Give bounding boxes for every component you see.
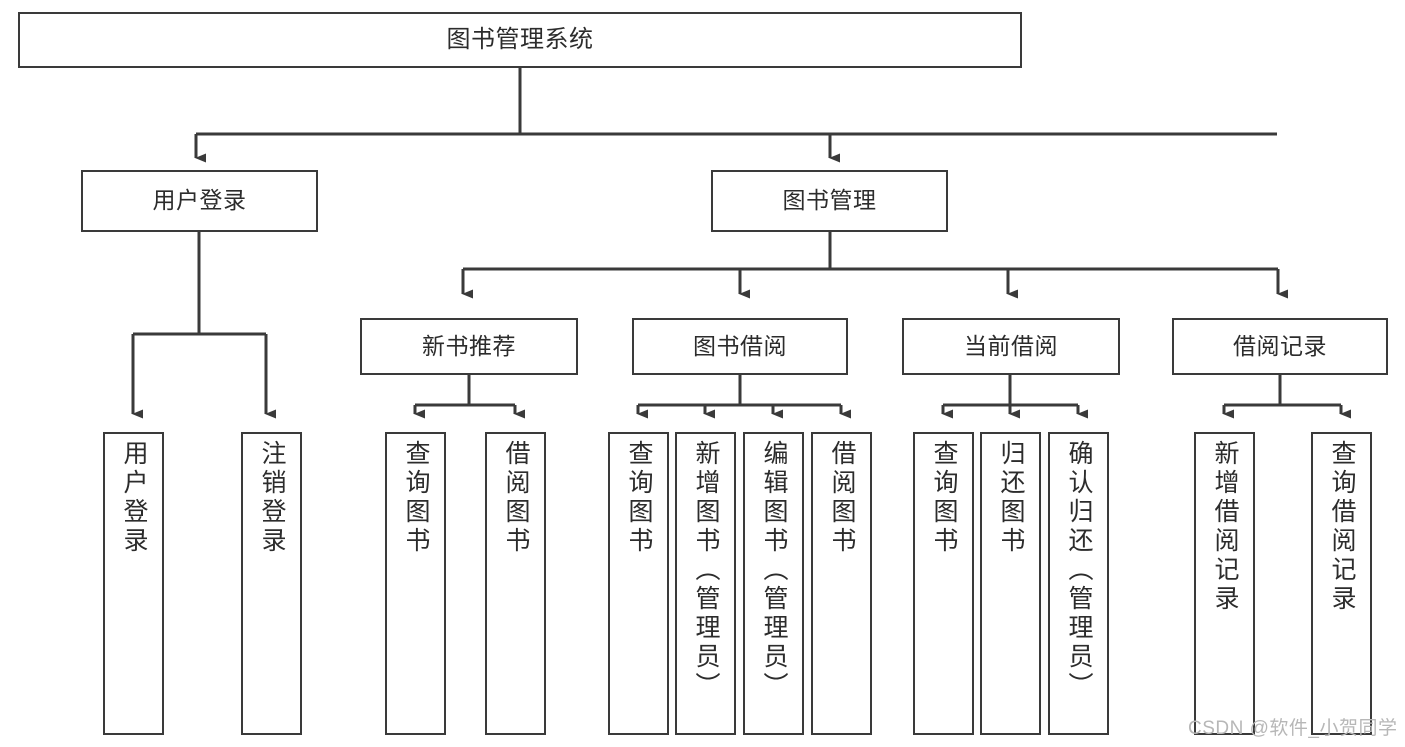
leaf-query-book-borrow[interactable]: 查询图书	[608, 432, 669, 735]
node-label: 借阅记录	[1233, 332, 1327, 359]
node-label: 用户登录	[152, 187, 247, 214]
leaf-add-borrow-record[interactable]: 新增借阅记录	[1194, 432, 1255, 735]
node-label: 注销登录	[258, 440, 286, 556]
node-book-borrow[interactable]: 图书借阅	[632, 318, 848, 375]
node-current-borrow[interactable]: 当前借阅	[902, 318, 1120, 375]
node-label: 图书管理	[782, 187, 877, 214]
node-new-book-recommend[interactable]: 新书推荐	[360, 318, 578, 375]
node-label: 归还图书	[997, 440, 1025, 556]
leaf-user-logout[interactable]: 注销登录	[241, 432, 302, 735]
leaf-edit-book-admin[interactable]: 编辑图书（管理员）	[743, 432, 804, 735]
node-label: 图书借阅	[693, 332, 787, 359]
leaf-borrow-book-recommend[interactable]: 借阅图书	[485, 432, 546, 735]
node-user-login[interactable]: 用户登录	[81, 170, 318, 232]
node-label: 确认归还（管理员）	[1065, 440, 1093, 701]
leaf-return-book[interactable]: 归还图书	[980, 432, 1041, 735]
node-label: 新书推荐	[422, 332, 516, 359]
leaf-user-login[interactable]: 用户登录	[103, 432, 164, 735]
node-book-management[interactable]: 图书管理	[711, 170, 948, 232]
node-label: 新增借阅记录	[1211, 440, 1239, 614]
node-label: 用户登录	[120, 440, 148, 556]
node-label: 查询借阅记录	[1328, 440, 1356, 614]
node-label: 当前借阅	[964, 332, 1058, 359]
node-label: 查询图书	[625, 440, 653, 556]
node-label: 借阅图书	[502, 440, 530, 556]
node-label: 借阅图书	[828, 440, 856, 556]
node-borrow-record[interactable]: 借阅记录	[1172, 318, 1388, 375]
node-label: 编辑图书（管理员）	[760, 440, 788, 701]
leaf-confirm-return-admin[interactable]: 确认归还（管理员）	[1048, 432, 1109, 735]
leaf-add-book-admin[interactable]: 新增图书（管理员）	[675, 432, 736, 735]
leaf-query-borrow-record[interactable]: 查询借阅记录	[1311, 432, 1372, 735]
leaf-query-book-current[interactable]: 查询图书	[913, 432, 974, 735]
node-label: 图书管理系统	[446, 25, 594, 53]
leaf-query-book-recommend[interactable]: 查询图书	[385, 432, 446, 735]
leaf-borrow-book-borrow[interactable]: 借阅图书	[811, 432, 872, 735]
csdn-watermark: CSDN @软件_小贺同学	[1188, 718, 1398, 739]
node-label: 新增图书（管理员）	[692, 440, 720, 701]
node-label: 查询图书	[930, 440, 958, 556]
node-root-system[interactable]: 图书管理系统	[18, 12, 1022, 68]
node-label: 查询图书	[402, 440, 430, 556]
